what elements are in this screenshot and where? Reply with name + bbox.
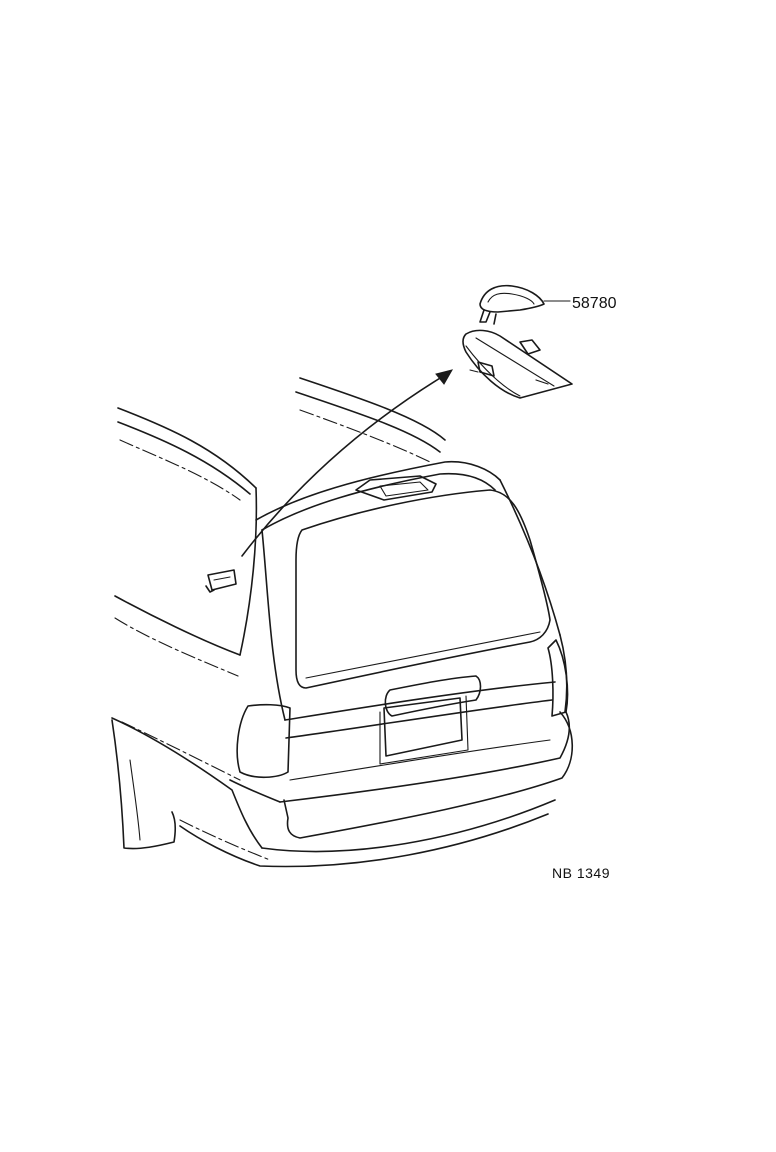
lamp-cover-icon [479, 284, 545, 325]
part-number-label: 58780 [572, 295, 617, 312]
station-wagon-rear-view [111, 377, 573, 868]
rear-spoiler-lamp-icon [462, 329, 573, 399]
figure-code-label: NB 1349 [552, 865, 610, 881]
pointer-arrow-icon [241, 369, 454, 557]
